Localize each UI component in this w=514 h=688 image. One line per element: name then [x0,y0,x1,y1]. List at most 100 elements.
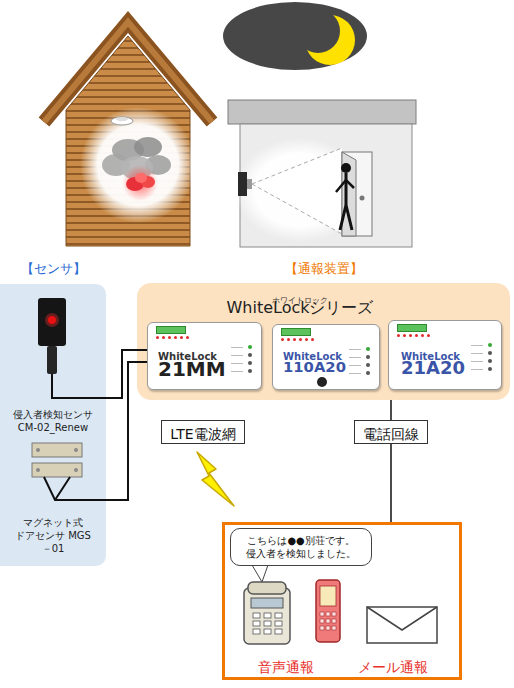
device-box: WhiteLock21MM [147,322,262,390]
mobile-phone-icon [316,580,340,642]
status-led [162,336,165,339]
desk-phone-icon [253,613,260,618]
lightning-bolt [197,452,234,506]
mobile-phone-icon [320,586,336,606]
mobile-phone-icon [320,612,324,616]
indicator-led [488,351,492,355]
desk-phone-icon [264,613,271,618]
status-led [186,336,189,339]
status-led [287,338,290,341]
status-led [397,334,400,337]
indicator-mark [471,345,483,346]
indicator-led [488,343,492,347]
status-led [281,338,284,341]
night-illustration [336,180,354,192]
mobile-phone-icon [326,619,330,623]
mobile-phone-icon [332,619,336,623]
model-number: 21MM [158,357,226,381]
sensor-panel-bg [0,284,106,566]
notify-type: メール通報 [358,659,428,677]
desk-phone-icon [251,598,283,608]
indicator-mark [349,365,361,366]
terminal-block [156,326,186,334]
indicator-mark [471,369,483,370]
desk-phone-icon [244,582,290,644]
door-sensor-image [44,477,106,500]
wire-connector [106,350,147,398]
device-panel: 【通報装置】ホワイトロックWhiteLockシリーズWhiteLock21MMW… [137,256,510,400]
status-led [299,338,302,341]
indicator-led [248,369,252,373]
indicator-led [248,345,252,349]
indicator-mark [231,371,243,372]
indicator-led [366,371,370,375]
speech-bubble: こちらは●●別荘です。 侵入者を検知しました。 [230,528,372,566]
door-sensor-image [32,443,106,500]
indicator-led [366,355,370,359]
status-led [305,338,308,341]
mobile-phone-icon [316,580,340,642]
motion-sensor-image [47,346,57,374]
mobile-phone-icon [332,626,336,630]
sensor-label: マグネット式 ドアセンサ MGS－01 [13,516,93,555]
notify-type: 音声通報 [258,659,314,677]
house-illustration [135,173,147,183]
motion-sensor-image [38,298,106,398]
device-box: WhiteLock110A20 [272,324,380,390]
envelope-icon [367,607,437,630]
door-sensor-image [32,463,82,477]
model-number: 110A20 [283,358,346,375]
mobile-phone-icon [320,626,324,630]
house-illustration [44,22,212,122]
mobile-phone-icon [332,612,336,616]
status-led [409,334,412,337]
desk-phone-icon [253,621,260,626]
network-label: 電話回線 [363,426,419,444]
night-illustration [296,9,340,53]
sensor-item: 侵入者検知センサ CM-02_Renew [0,292,106,437]
house-illustration [44,22,212,246]
wire-connector [390,400,392,420]
night-illustration [345,173,348,205]
motion-sensor-image [52,374,106,398]
night-illustration [238,172,247,196]
house-illustration [44,22,212,122]
speaker-hole [317,377,327,387]
house-illustration [116,117,128,121]
desk-phone-icon [253,613,282,634]
night-illustration [360,196,365,201]
indicator-led [488,367,492,371]
status-led [403,334,406,337]
status-led [174,336,177,339]
mobile-phone-icon [320,612,336,630]
bubble-message: こちらは●●別荘です。 侵入者を検知しました。 [231,534,371,561]
indicator-led [488,359,492,363]
panel-heading: 【通報装置】 [285,260,363,278]
indicator-mark [349,349,361,350]
device-panel-bg [137,283,510,400]
model-number: 21A20 [401,357,465,378]
mobile-phone-icon [320,619,324,623]
bubble-tail [252,565,268,582]
network-box: LTE電波網 [161,420,245,444]
door-sensor-image [74,448,78,452]
indicator-mark [471,361,483,362]
door-sensor-image [32,443,82,457]
indicator-mark [471,353,483,354]
status-led [156,336,159,339]
wire-connector [106,362,147,500]
indicator-led [366,347,370,351]
night-illustration [341,163,351,173]
night-illustration [228,100,416,124]
indicator-mark [349,373,361,374]
night-illustration [340,205,352,230]
network-label: LTE電波網 [170,426,235,444]
desk-phone-icon [264,621,271,626]
terminal-block [397,324,427,332]
house-illustration [80,107,196,223]
envelope-icon [367,607,437,643]
sensor-panel: 【センサ】侵入者検知センサ CM-02_Renewマグネット式 ドアセンサ MG… [0,256,106,566]
night-illustration [342,152,372,236]
desk-phone-icon [275,629,282,634]
indicator-led [366,363,370,367]
